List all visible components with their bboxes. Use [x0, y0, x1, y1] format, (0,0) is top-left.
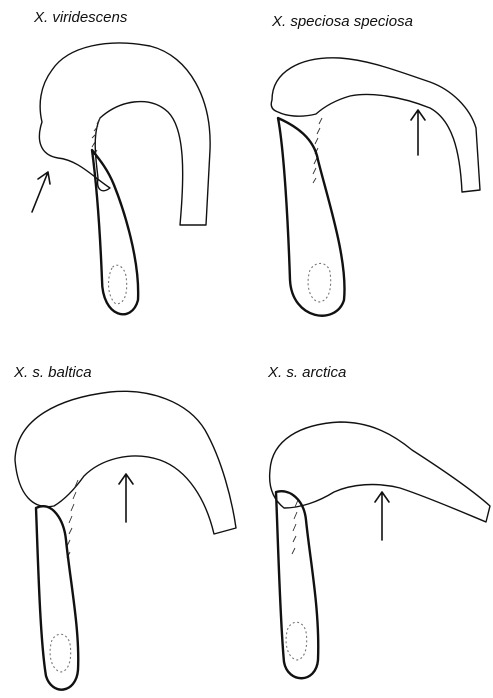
inner-spot	[109, 265, 127, 304]
specimen-arctica	[270, 422, 490, 678]
arrow-indicator	[375, 492, 389, 540]
inner-spot	[308, 263, 331, 302]
stalk-outline	[276, 491, 318, 678]
stalk-outline	[36, 506, 78, 689]
specimen-viridescens	[32, 43, 210, 314]
arrow-indicator	[119, 474, 133, 522]
texture-marks	[67, 480, 78, 558]
inner-spot	[286, 622, 307, 660]
inner-spot	[50, 634, 71, 672]
hook-outline	[271, 58, 480, 192]
stalk-outline	[278, 118, 345, 316]
arrow-indicator	[411, 110, 425, 155]
specimen-baltica	[15, 391, 236, 689]
specimen-speciosa-speciosa	[271, 58, 480, 316]
arrow-indicator	[32, 172, 50, 212]
hook-outline	[39, 43, 210, 225]
stalk-outline	[92, 150, 138, 314]
